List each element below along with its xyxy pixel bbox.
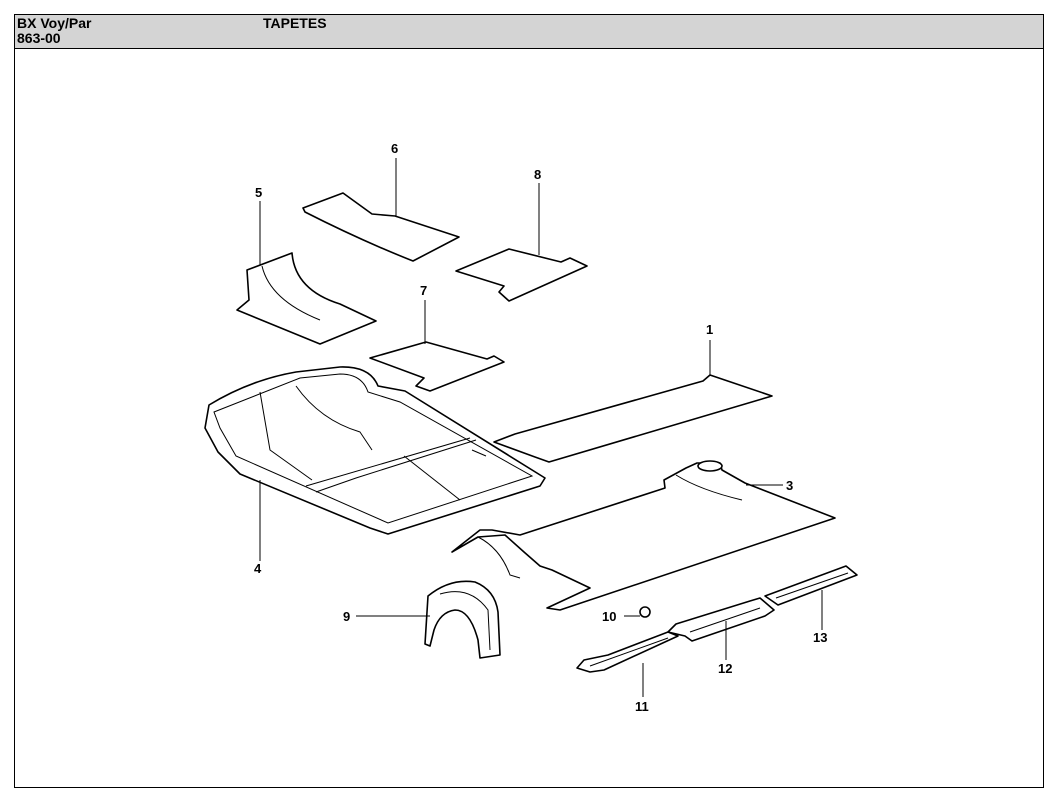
part-8-mat <box>455 248 588 302</box>
part-13-sill-trim <box>764 565 858 606</box>
part-12-sill-trim <box>667 597 775 642</box>
callout-8: 8 <box>534 167 541 182</box>
callout-12: 12 <box>718 661 732 676</box>
callout-labels: 1 6 8 5 7 4 3 9 10 11 12 13 <box>254 141 827 714</box>
callout-9: 9 <box>343 609 350 624</box>
part-11-sill-trim <box>576 631 679 673</box>
part-10-clip <box>639 606 651 618</box>
part-5-mat <box>236 252 377 345</box>
callout-3: 3 <box>786 478 793 493</box>
callout-13: 13 <box>813 630 827 645</box>
page-frame: BX Voy/Par 863-00 TAPETES <box>14 14 1044 788</box>
part-group-code: 863-00 <box>17 30 61 46</box>
part-3-trunk-floor <box>451 460 836 611</box>
model-name: BX Voy/Par <box>17 15 92 31</box>
leader-lines <box>259 158 823 697</box>
callout-10: 10 <box>602 609 616 624</box>
part-1-trunk-strip <box>493 374 773 463</box>
callout-5: 5 <box>255 185 262 200</box>
part-7-mat <box>369 341 505 392</box>
part-6-mat <box>302 192 460 262</box>
callout-6: 6 <box>391 141 398 156</box>
callout-7: 7 <box>420 283 427 298</box>
header-bar: BX Voy/Par 863-00 TAPETES <box>15 15 1043 49</box>
part-4-floor-tray <box>204 366 546 535</box>
callout-11: 11 <box>635 699 649 714</box>
page-title: TAPETES <box>263 15 327 31</box>
callout-1: 1 <box>706 322 713 337</box>
part-9-arch-cover <box>424 580 501 659</box>
callout-4: 4 <box>254 561 262 576</box>
model-code: BX Voy/Par 863-00 <box>17 16 91 46</box>
